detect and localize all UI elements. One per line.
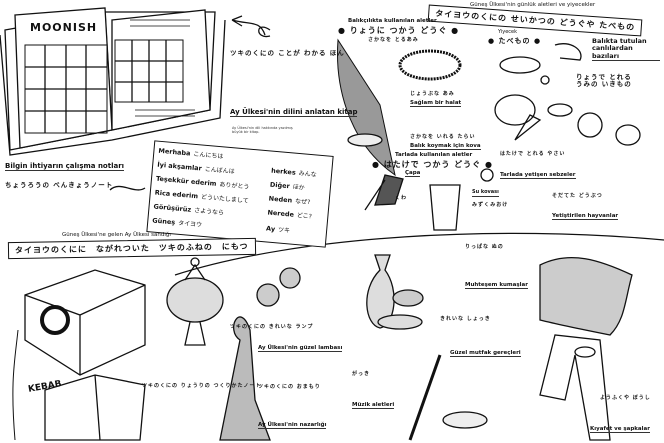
rope-tr-label: Sağlam bir halat <box>410 100 462 108</box>
eggplant-illustration <box>547 103 573 117</box>
hoe-jp-label: くわ <box>395 195 408 201</box>
dish-tr-label: Güzel mutfak gereçleri <box>450 350 521 358</box>
daily-tr-heading: Güneş Ülkesi'nin günlük aletleri ve yiye… <box>470 2 596 8</box>
fabric-illustration <box>539 256 633 336</box>
ladle-illustration <box>480 168 494 182</box>
lamp-tr-label: Ay Ülkesi'nin güzel lambası <box>258 345 343 353</box>
notes-jp-label: ちょうろうの べんきょうノート <box>5 181 114 189</box>
music-tr-label: Müzik aletleri <box>352 402 395 410</box>
notes-tr-label: Bilgin ihtiyarın çalışma notları <box>5 162 125 172</box>
fishing-tr-heading: Balıkçılıkta kullanılan aletler <box>348 18 437 24</box>
food-tr-heading: Yiyecek <box>498 29 518 35</box>
carrot-illustration <box>514 114 542 141</box>
cloth-jp-label: りっぱな ぬの <box>465 244 504 250</box>
sea-tr-label: Balıkta tutulan canlılardan bazıları <box>592 37 660 62</box>
hoe-tr-label: Çapa <box>405 170 421 178</box>
goat-illustration <box>577 112 603 138</box>
hoe-illustration <box>364 174 404 211</box>
rope-illustration <box>398 49 462 81</box>
veg-tr-label: Tarlada yetişen sebzeler <box>500 172 576 180</box>
tub-illustration <box>347 133 383 147</box>
book-desc: Ay Ülkesi'nin dili hakkında yazılmış büy… <box>232 126 293 135</box>
clothes-tr-label: Kıyafet ve şapkalar <box>590 426 650 434</box>
bucket-jp-label: みずくみおけ <box>472 202 509 208</box>
open-book-illustration <box>0 7 226 156</box>
food-jp-heading: ● たべもの ● <box>488 37 542 45</box>
horn-illustration <box>408 354 442 441</box>
fishing-jp-heading: ● りょうに つかう どうぐ ● <box>338 26 460 35</box>
cloth-tr-label: Muhteşem kumaşlar <box>465 282 528 290</box>
tub-jp-label: さかなを いれる たらい <box>410 134 476 140</box>
arrow-illustration <box>109 185 146 191</box>
veg-jp-label: はたけで とれる やさい <box>500 151 566 157</box>
vase-illustration <box>366 254 395 329</box>
pumpkin-illustration <box>494 94 536 126</box>
clothes-jp-label: ようふくや ぼうし <box>600 395 651 401</box>
charm-jp-label: ツキのくにの おまもり <box>258 384 321 390</box>
dish-jp-label: きれいな しょっき <box>440 316 491 322</box>
crab-illustration <box>540 75 550 85</box>
plate-illustration <box>377 314 423 330</box>
book-title: MOONISH <box>30 21 98 34</box>
pig-illustration <box>615 124 641 146</box>
bowl-illustration <box>256 283 280 307</box>
fish-illustration <box>499 56 541 74</box>
clothes-illustration <box>539 334 611 441</box>
nazar-charm-illustration <box>219 316 271 441</box>
farm-jp-heading: ● はたけで つかう どうぐ ● <box>372 160 493 169</box>
chest-illustration <box>24 269 146 376</box>
arrow-illustration <box>231 15 271 38</box>
bowl-illustration <box>392 289 424 307</box>
animal-tr-label: Yetiştirilen hayvanlar <box>552 213 619 221</box>
animal-jp-label: そだてた どうぶつ <box>552 193 603 199</box>
music-jp-label: がっき <box>352 371 371 377</box>
farm-tr-heading: Tarlada kullanılan aletler <box>395 152 473 158</box>
lamp-illustration <box>166 257 224 346</box>
bucket-tr-label: Su kovası <box>472 189 499 197</box>
book-jp-label: ツキのくにの ことが わかる ほん <box>230 49 345 57</box>
charm-tr-label: Ay Ülkesi'nin nazarlığı <box>258 422 327 430</box>
chest-tr-heading: Güneş Ülkesi'ne gelen Ay Ülkesi sandığı <box>62 232 171 238</box>
net-jp-label: さかなを とるあみ <box>368 37 419 43</box>
sea-jp-label: りょうで とれる うみの いきもの <box>576 73 632 89</box>
drum-illustration <box>442 411 488 429</box>
rope-jp-label: じょうぶな あみ <box>410 91 455 97</box>
section-divider <box>174 232 664 276</box>
recipe-jp-label: ツキのくにの りょうりの つくりかたノート <box>142 383 262 389</box>
bowl-illustration <box>279 267 301 289</box>
shrimp-illustration <box>554 43 582 61</box>
hat-illustration <box>574 346 596 358</box>
tub-tr-label: Balık koymak için kova <box>410 143 481 151</box>
bucket-illustration <box>429 184 461 231</box>
cookbook-illustration <box>44 374 146 441</box>
book-tr-label: Ay Ülkesi'nin dilini anlatan kitap <box>230 108 358 118</box>
lamp-jp-label: ツキのくにの きれいな ランプ <box>230 324 314 330</box>
